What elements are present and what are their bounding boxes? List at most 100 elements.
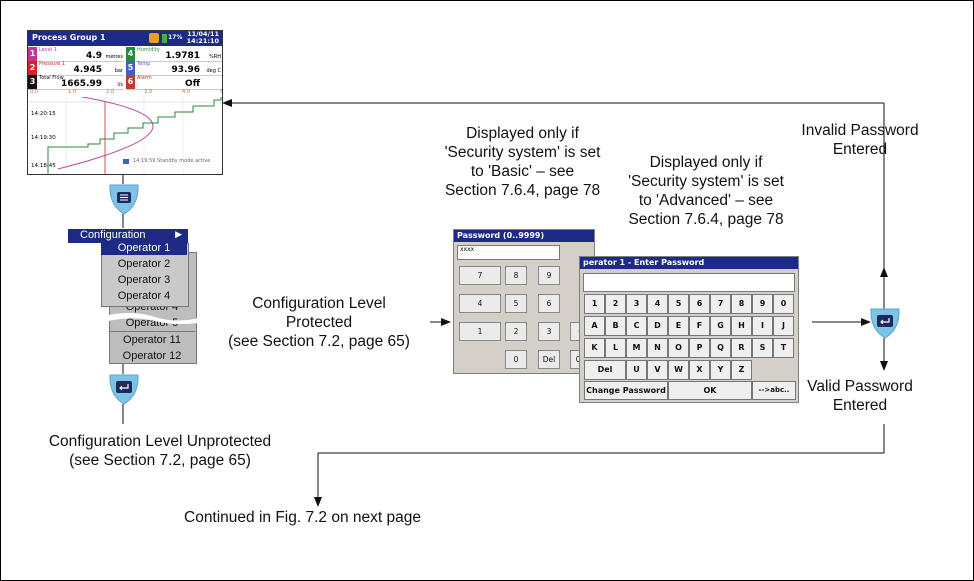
channel-value: 4.945 xyxy=(73,65,102,75)
advanced-key[interactable]: 7 xyxy=(710,294,731,314)
chart-scale: 0.01.02.03.04.05.0 xyxy=(28,89,222,97)
configuration-menu-header[interactable]: Configuration ▶ xyxy=(68,229,188,243)
channel-number: 1 xyxy=(28,47,37,61)
channel-label: Humidity xyxy=(137,47,160,53)
menu-divider xyxy=(109,331,195,332)
basic-key[interactable]: 7 xyxy=(459,266,501,285)
advanced-key[interactable]: T xyxy=(773,338,794,358)
humidity-trace xyxy=(47,97,222,174)
menu-key-icon[interactable] xyxy=(108,183,140,215)
advanced-keypad-title: perator 1 - Enter Password xyxy=(580,257,798,269)
channel-value: 1.9781 xyxy=(165,51,200,61)
basic-key[interactable]: 8 xyxy=(505,266,527,285)
channel-value: 4.9 xyxy=(86,51,102,61)
advanced-key[interactable]: 6 xyxy=(689,294,710,314)
event-message: 14:19:59 Standby mode active xyxy=(133,158,211,164)
channel-value: Off xyxy=(185,79,200,89)
advanced-key[interactable]: L xyxy=(605,338,626,358)
advanced-key[interactable]: 5 xyxy=(668,294,689,314)
advanced-key[interactable]: 2 xyxy=(605,294,626,314)
scale-tick: 2.0 xyxy=(106,89,114,95)
operator-item-3[interactable]: Operator 3 xyxy=(117,274,171,286)
advanced-key[interactable]: G xyxy=(710,316,731,336)
advanced-key[interactable]: 1 xyxy=(584,294,605,314)
advanced-key[interactable]: C xyxy=(626,316,647,336)
submenu-arrow-icon: ▶ xyxy=(175,229,182,239)
operator-item-12[interactable]: Operator 12 xyxy=(122,350,182,362)
channel-number: 5 xyxy=(126,61,135,75)
basic-key[interactable]: 5 xyxy=(505,294,527,313)
channel-value: 1665.99 xyxy=(61,79,102,89)
ok-button[interactable]: OK xyxy=(668,381,752,400)
advanced-key[interactable]: Z xyxy=(731,360,752,380)
basic-key[interactable]: 6 xyxy=(538,294,560,313)
enter-key-icon-right[interactable] xyxy=(869,307,901,339)
advanced-key[interactable]: V xyxy=(647,360,668,380)
advanced-key[interactable]: O xyxy=(668,338,689,358)
level-trace xyxy=(57,97,154,170)
basic-key[interactable]: 1 xyxy=(459,322,501,341)
advanced-key[interactable]: D xyxy=(647,316,668,336)
channel-label: Total Flow xyxy=(39,75,64,81)
change-password-button[interactable]: Change Password xyxy=(584,381,668,400)
advanced-key[interactable]: 9 xyxy=(752,294,773,314)
unprotected-label: Configuration Level Unprotected(see Sect… xyxy=(48,433,272,469)
basic-security-note: Displayed only if'Security system' is se… xyxy=(444,125,601,199)
enter-key-icon[interactable] xyxy=(108,373,140,405)
advanced-key[interactable]: R xyxy=(731,338,752,358)
channel-label: Temp xyxy=(137,61,151,67)
advanced-key[interactable]: 8 xyxy=(731,294,752,314)
advanced-key[interactable]: K xyxy=(584,338,605,358)
advanced-key[interactable]: B xyxy=(605,316,626,336)
advanced-key[interactable]: 4 xyxy=(647,294,668,314)
advanced-key[interactable]: U xyxy=(626,360,647,380)
operator-item-2[interactable]: Operator 2 xyxy=(117,258,171,270)
channel-unit: %RH xyxy=(209,54,221,60)
advanced-key[interactable]: J xyxy=(773,316,794,336)
operator-item-11[interactable]: Operator 11 xyxy=(123,334,181,346)
advanced-key[interactable]: F xyxy=(689,316,710,336)
channel-unit: metres xyxy=(105,54,123,60)
advanced-key[interactable]: 0 xyxy=(773,294,794,314)
basic-password-input[interactable]: xxxx xyxy=(457,245,560,260)
advanced-key[interactable]: W xyxy=(668,360,689,380)
advanced-key[interactable]: M xyxy=(626,338,647,358)
advanced-key[interactable]: X xyxy=(689,360,710,380)
advanced-key[interactable]: I xyxy=(752,316,773,336)
channel-number: 4 xyxy=(126,47,135,61)
channel-label: Level 1 xyxy=(39,47,57,53)
advanced-key[interactable]: Q xyxy=(710,338,731,358)
channel-unit: bar xyxy=(114,68,123,74)
advanced-password-input[interactable] xyxy=(583,273,795,292)
advanced-key[interactable]: S xyxy=(752,338,773,358)
advanced-key[interactable]: P xyxy=(689,338,710,358)
basic-key[interactable]: Del xyxy=(538,350,560,369)
operator-item-1[interactable]: Operator 1 xyxy=(101,241,187,255)
advanced-key[interactable]: 3 xyxy=(626,294,647,314)
alpha-toggle-button[interactable]: -->abc.. xyxy=(752,381,796,400)
operator-item-4[interactable]: Operator 4 xyxy=(117,290,171,302)
basic-key[interactable]: 9 xyxy=(538,266,560,285)
basic-key[interactable]: 3 xyxy=(538,322,560,341)
channel-unit: deg C xyxy=(206,68,221,74)
scale-tick: 0.0 xyxy=(30,89,38,95)
timestamp-1: 14:20:15 xyxy=(31,111,56,117)
event-marker-icon xyxy=(123,159,129,164)
advanced-key[interactable]: H xyxy=(731,316,752,336)
delete-key[interactable]: Del xyxy=(584,360,626,380)
basic-key[interactable]: 4 xyxy=(459,294,501,313)
basic-key[interactable]: 2 xyxy=(505,322,527,341)
advanced-security-note: Displayed only if'Security system' is se… xyxy=(628,154,784,228)
advanced-key[interactable]: E xyxy=(668,316,689,336)
advanced-key[interactable]: N xyxy=(647,338,668,358)
basic-key[interactable]: 0 xyxy=(505,350,527,369)
advanced-key[interactable]: Y xyxy=(710,360,731,380)
advanced-key[interactable]: A xyxy=(584,316,605,336)
